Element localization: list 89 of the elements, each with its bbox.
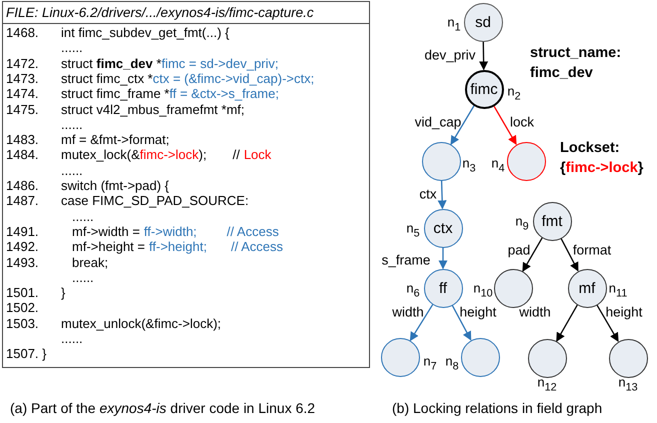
- empty-field-node: [506, 142, 546, 180]
- empty-field-node: [608, 338, 648, 378]
- arrow: [452, 304, 472, 341]
- code-line: case FIMC_SD_PAD_SOURCE:: [61, 193, 249, 208]
- node-id-label: n$_{9}$: [515, 214, 529, 232]
- node-id-label: n$_{2}$: [507, 84, 521, 102]
- line-number: 1491.: [6, 224, 39, 239]
- edge-label: lock: [510, 114, 534, 130]
- ellipsis: ......: [61, 162, 83, 178]
- node-id-label: n$_{7}$: [423, 354, 437, 372]
- code-line: break;: [72, 254, 108, 270]
- line-number: 1492.: [6, 239, 39, 254]
- arrow: [493, 106, 517, 145]
- lockset-note: Lockset: {fimc->lock}: [560, 139, 644, 178]
- empty-field-node: [422, 142, 460, 180]
- edge-label: ctx: [419, 186, 437, 202]
- node-id-label: n$_{11}$: [608, 280, 628, 300]
- edge-label: vid_cap: [414, 114, 462, 130]
- code-line: mutex_lock(&fimc->lock); // Lock: [61, 147, 272, 162]
- empty-field-node: [380, 338, 420, 376]
- code-line: mf = &fmt->format;: [61, 132, 170, 148]
- node-id-label: n$_{10}$: [473, 280, 493, 300]
- code-line: mutex_unlock(&fimc->lock);: [61, 316, 222, 331]
- field-node: ctx: [424, 208, 462, 248]
- node-id-label: n$_{4}$: [491, 156, 505, 174]
- line-number: 1473.: [6, 70, 39, 86]
- line-number: 1468.: [6, 25, 39, 40]
- code-line: mf->width = ff->width; // Access: [72, 224, 279, 239]
- empty-field-node: [494, 268, 532, 308]
- ellipsis: ......: [72, 208, 94, 224]
- field-node: fmt: [532, 202, 572, 240]
- arrow: [556, 304, 578, 342]
- field-node: fimc: [464, 70, 504, 108]
- code-line: struct fimc_dev*fimc = sd->dev_priv;: [61, 56, 278, 71]
- edge-label: width: [519, 304, 551, 320]
- line-number: 1487.: [6, 193, 39, 208]
- code-line: mf->height = ff->height; // Access: [72, 239, 283, 254]
- code-line: switch (fmt->pad) {: [61, 178, 170, 193]
- code-line: 1507. }: [6, 346, 46, 362]
- line-number: 1501.: [6, 285, 39, 300]
- caption: (a) Part of the exynos4-is driver code in Linux 6.2: [10, 400, 316, 416]
- arrow: [596, 304, 619, 342]
- field-node: sd: [464, 2, 502, 42]
- arrow: [450, 105, 475, 146]
- code-line: struct v4l2_mbus_framefmt *mf;: [61, 102, 244, 116]
- ellipsis: ......: [61, 40, 83, 56]
- arrow: [410, 304, 434, 342]
- edge-label: s_frame: [382, 252, 430, 268]
- node-id-label: n$_{13}$: [618, 374, 638, 394]
- arrow: [479, 41, 488, 70]
- line-number: 1486.: [6, 178, 39, 193]
- line-number: 1474.: [6, 86, 39, 102]
- field-node: mf: [568, 268, 606, 308]
- field-node: ff: [424, 268, 462, 308]
- code-line: }: [61, 285, 66, 300]
- node-id-label: n$_{8}$: [445, 354, 459, 372]
- line-number: 1472.: [6, 56, 39, 71]
- ellipsis: ......: [61, 116, 83, 132]
- node-id-label: n$_{6}$: [406, 280, 420, 300]
- arrow: [560, 238, 579, 272]
- line-number: 1502.: [6, 300, 39, 316]
- code-line: int fimc_subdev_get_fmt(...) {: [61, 25, 230, 40]
- code-line: struct fimc_frame *ff = &ctx->s_frame;: [61, 86, 279, 102]
- caption: (b) Locking relations in field graph: [392, 400, 602, 416]
- line-number: 1503.: [6, 316, 39, 331]
- node-id-label: n$_{3}$: [462, 156, 476, 174]
- file-header: FILE: Linux-6.2/drivers/.../exynos4-is/fimc-capture.c: [3, 2, 369, 24]
- ellipsis: ......: [72, 270, 94, 285]
- edge-label: height: [606, 304, 642, 320]
- node-id-label: n$_{12}$: [537, 374, 557, 394]
- arrow: [438, 180, 447, 210]
- struct-name-note: struct_name: fimc_dev: [530, 44, 622, 83]
- edge-label: height: [460, 304, 496, 320]
- arrow: [438, 248, 448, 270]
- arrow: [522, 238, 543, 272]
- edge-label: dev_priv: [424, 48, 476, 62]
- node-id-label: n$_{1}$: [447, 14, 461, 34]
- edge-label: width: [392, 304, 424, 320]
- empty-field-node: [460, 338, 500, 376]
- node-id-label: n$_{5}$: [406, 220, 420, 240]
- empty-field-node: [528, 338, 566, 378]
- line-number: 1475.: [6, 102, 39, 116]
- line-number: 1493.: [6, 254, 39, 270]
- line-number: 1484.: [6, 147, 39, 162]
- edge-label: pad: [508, 242, 530, 258]
- ellipsis: ......: [61, 331, 83, 346]
- edge-label: format: [572, 242, 612, 258]
- line-number: 1483.: [6, 132, 39, 148]
- code-line: struct fimc_ctx *ctx = (&fimc->vid_cap)->ctx;: [61, 70, 314, 86]
